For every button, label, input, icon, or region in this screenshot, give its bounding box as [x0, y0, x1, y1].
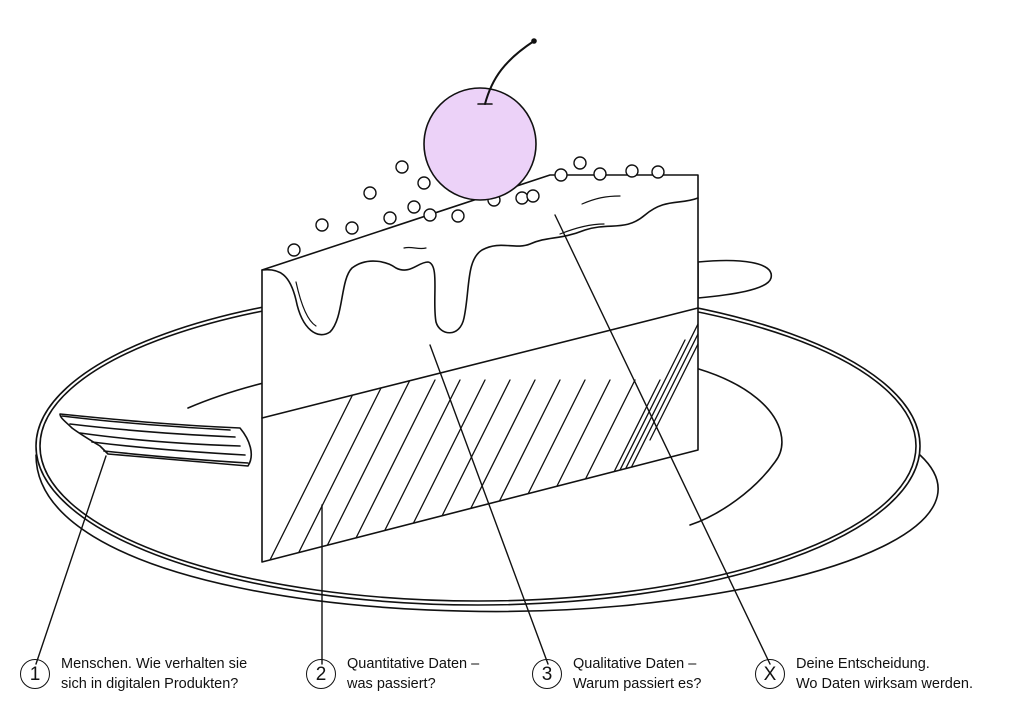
legend-marker-2: 2	[306, 659, 336, 689]
legend-text-1-line2: sich in digitalen Produkten?	[61, 676, 239, 692]
legend-item-x: X Deine Entscheidung. Wo Daten wirksam w…	[755, 650, 973, 694]
leader-lines-icon	[35, 214, 771, 665]
legend-text-x-line2: Wo Daten wirksam werden.	[796, 676, 974, 692]
cherry-icon	[423, 38, 537, 201]
legend-text-x-line1: Deine Entscheidung.	[796, 656, 930, 672]
legend-text-3-line1: Qualitative Daten –	[573, 656, 697, 672]
legend-text-2-line1: Quantitative Daten –	[347, 656, 480, 672]
legend-marker-1: 1	[20, 659, 50, 689]
legend-text-3-line2: Warum passiert es?	[573, 676, 702, 692]
legend-text-1-line1: Menschen. Wie verhalten sie	[61, 656, 248, 672]
legend-item-1: 1 Menschen. Wie verhalten sie sich in di…	[20, 650, 247, 694]
legend-item-2: 2 Quantitative Daten – was passiert?	[306, 650, 479, 694]
legend-marker-3: 3	[532, 659, 562, 689]
fork-icon	[59, 413, 252, 467]
legend-text-2-line2: was passiert?	[347, 676, 436, 692]
legend-marker-x: X	[755, 659, 785, 689]
legend-item-3: 3 Qualitative Daten – Warum passiert es?	[532, 650, 701, 694]
knife-icon	[697, 259, 772, 299]
sprinkles-icon	[287, 156, 665, 257]
